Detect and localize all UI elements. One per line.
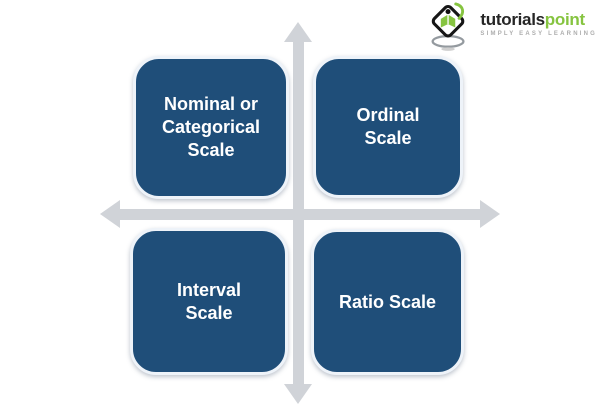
arrowhead-right-icon: [480, 200, 500, 228]
quadrant-box-interval: Interval Scale: [130, 228, 288, 375]
tutorialspoint-logo: tutorialspoint SIMPLY EASY LEARNING: [420, 2, 597, 52]
tutorialspoint-logo-icon: [431, 2, 465, 51]
brand-name-dark: tutorials: [480, 10, 545, 29]
quadrant-label-ratio: Ratio Scale: [338, 291, 437, 312]
brand-name: tutorialspoint: [480, 11, 597, 29]
brand-name-green: point: [544, 10, 585, 29]
quadrant-box-ordinal: Ordinal Scale: [313, 56, 463, 198]
arrowhead-left-icon: [100, 200, 120, 228]
quadrant-box-nominal: Nominal or Categorical Scale: [133, 56, 289, 199]
quadrant-label-ordinal: Ordinal Scale: [356, 105, 420, 148]
arrowhead-down-icon: [284, 384, 312, 404]
horizontal-axis-arrow: [118, 209, 482, 220]
arrowhead-up-icon: [284, 22, 312, 42]
quadrant-label-nominal: Nominal or Categorical Scale: [161, 94, 261, 160]
quadrant-label-interval: Interval Scale: [176, 279, 242, 323]
quadrant-box-ratio: Ratio Scale: [311, 229, 464, 375]
brand-tagline: SIMPLY EASY LEARNING: [480, 31, 597, 37]
tutorialspoint-logo-text: tutorialspoint SIMPLY EASY LEARNING: [480, 11, 597, 38]
